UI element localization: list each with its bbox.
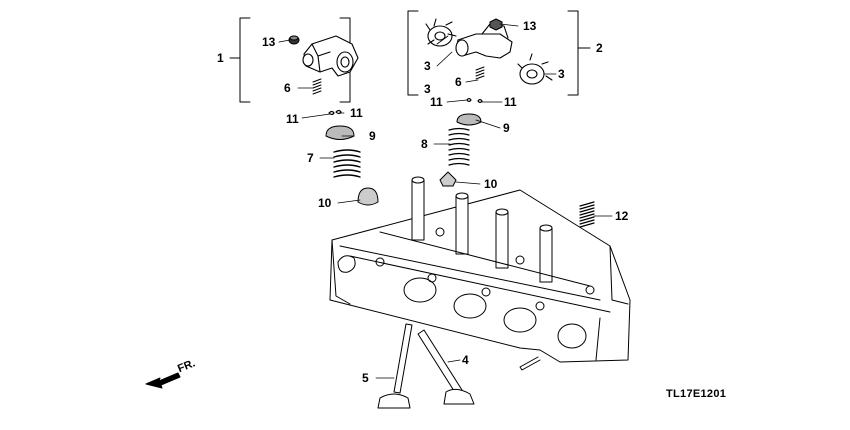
spring-6-left bbox=[312, 78, 322, 95]
valve-spring-12 bbox=[579, 201, 595, 228]
callout-11-left-b: 11 bbox=[350, 106, 363, 120]
valve-spring-8 bbox=[448, 127, 470, 166]
stem-seal-10-right bbox=[439, 171, 457, 187]
callout-6-left: 6 bbox=[284, 81, 291, 95]
callout-3-upper-left: 3 bbox=[424, 59, 431, 73]
callout-7: 7 bbox=[307, 151, 314, 165]
valve-intake-4 bbox=[417, 329, 475, 405]
callout-8: 8 bbox=[421, 137, 428, 151]
retainer-9-left bbox=[325, 125, 355, 140]
cylinder-head bbox=[329, 176, 631, 371]
callout-10-left: 10 bbox=[318, 196, 332, 210]
callout-3-right: 3 bbox=[558, 67, 565, 81]
nut-13-left bbox=[288, 35, 300, 45]
callout-13-right: 13 bbox=[523, 19, 537, 33]
retainer-9-right bbox=[456, 113, 482, 126]
rocker-arm-left bbox=[302, 35, 359, 77]
keepers-11 bbox=[328, 97, 483, 116]
bracket-group-2 bbox=[407, 10, 591, 96]
callout-1: 1 bbox=[217, 51, 224, 65]
stem-seal-10-left bbox=[357, 187, 379, 206]
callout-4: 4 bbox=[462, 353, 469, 367]
callout-5: 5 bbox=[362, 371, 369, 385]
callout-6-right: 6 bbox=[455, 75, 462, 89]
callout-12: 12 bbox=[615, 209, 629, 223]
callout-11-right-a: 11 bbox=[430, 95, 443, 109]
nut-13-right bbox=[489, 18, 503, 31]
drawing-code: TL17E1201 bbox=[666, 388, 727, 400]
callout-13-left: 13 bbox=[262, 35, 276, 49]
callout-3-lower-left: 3 bbox=[424, 82, 431, 96]
valve-spring-7 bbox=[333, 149, 361, 178]
valve-exhaust-5 bbox=[377, 323, 413, 409]
callout-9-right: 9 bbox=[503, 121, 510, 135]
callout-9-left: 9 bbox=[369, 129, 376, 143]
callout-10-right: 10 bbox=[484, 177, 498, 191]
leader-lines bbox=[278, 23, 613, 379]
callout-11-left-a: 11 bbox=[286, 112, 299, 126]
spring-6-right bbox=[475, 66, 485, 80]
callout-2: 2 bbox=[596, 41, 603, 55]
front-arrow-icon bbox=[145, 372, 181, 389]
callout-11-right-b: 11 bbox=[504, 95, 517, 109]
